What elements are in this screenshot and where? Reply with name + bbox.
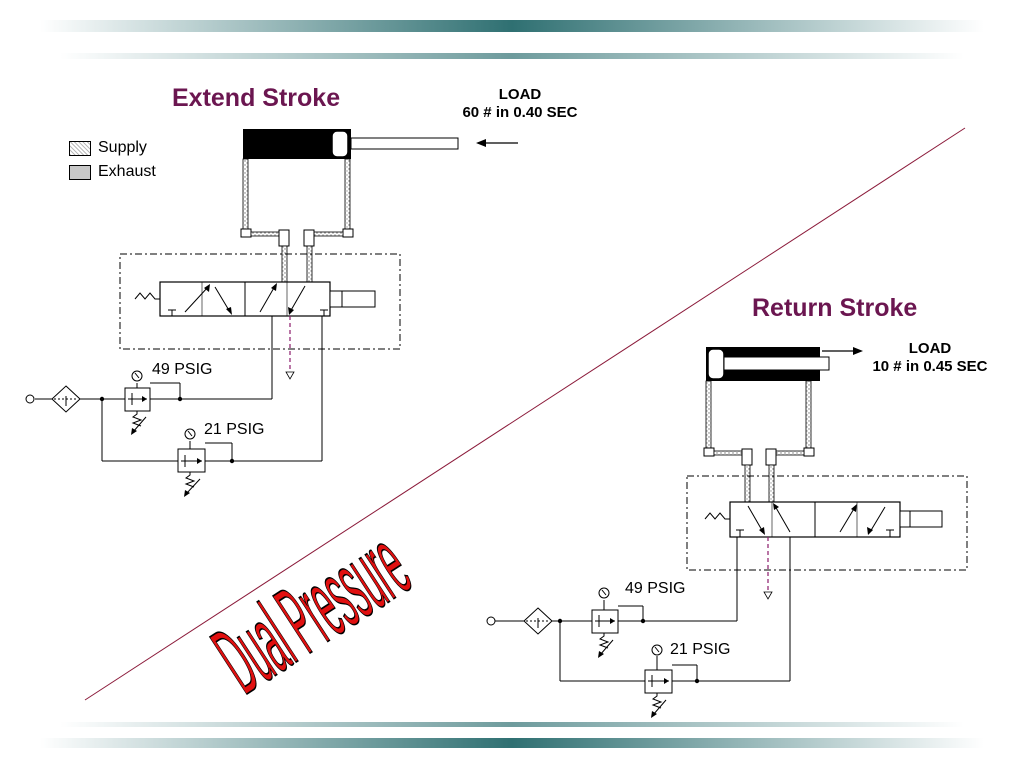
extend-cylinder-lines — [240, 158, 354, 283]
extend-circuit — [25, 129, 518, 497]
return-cylinder-lines — [703, 380, 815, 503]
extend-filter — [51, 385, 81, 413]
return-upper-pressure: 49 PSIG — [625, 580, 686, 597]
return-load-arrow — [822, 347, 863, 355]
return-lower-regulator — [644, 644, 673, 718]
exhaust-swatch — [69, 165, 91, 180]
bottom-band — [60, 722, 964, 727]
extend-inlet-port — [25, 394, 35, 404]
return-inlet-port — [486, 616, 496, 626]
extend-lower-regulator — [177, 428, 206, 497]
top-band-thin — [60, 53, 964, 59]
extend-upper-regulator — [124, 370, 151, 435]
return-cylinder — [706, 347, 830, 381]
extend-supply-lines — [35, 316, 323, 462]
dual-pressure-banner: Dual Pressure — [195, 508, 428, 714]
return-exhaust-path — [763, 537, 773, 600]
return-filter — [523, 607, 553, 635]
extend-load-arrow — [476, 139, 518, 147]
extend-cylinder — [243, 129, 459, 159]
return-stroke-title: Return Stroke — [752, 294, 918, 322]
extend-valve-enclosure — [119, 253, 401, 350]
return-valve-enclosure — [686, 475, 968, 571]
return-load-label: LOAD — [908, 340, 952, 357]
return-load-value: 10 # in 0.45 SEC — [872, 358, 988, 375]
extend-stroke-title: Extend Stroke — [172, 84, 341, 112]
bottom-band-thick — [40, 738, 984, 748]
extend-exhaust-path — [285, 316, 295, 380]
extend-load-label: LOAD — [498, 86, 542, 103]
return-valve — [704, 501, 943, 538]
extend-lower-pressure: 21 PSIG — [204, 421, 265, 438]
extend-load-value: 60 # in 0.40 SEC — [462, 104, 578, 121]
supply-swatch — [69, 141, 91, 156]
top-band — [40, 20, 984, 32]
return-circuit — [486, 347, 968, 718]
extend-valve — [134, 281, 376, 317]
return-lower-pressure: 21 PSIG — [670, 641, 731, 658]
return-supply-lines — [495, 537, 791, 682]
diagonal-divider — [84, 127, 966, 701]
legend-exhaust-label: Exhaust — [98, 163, 156, 180]
return-upper-regulator — [591, 587, 619, 658]
legend-supply-label: Supply — [98, 139, 147, 156]
extend-upper-pressure: 49 PSIG — [152, 361, 213, 378]
banner-text: Dual Pressure — [195, 509, 427, 714]
